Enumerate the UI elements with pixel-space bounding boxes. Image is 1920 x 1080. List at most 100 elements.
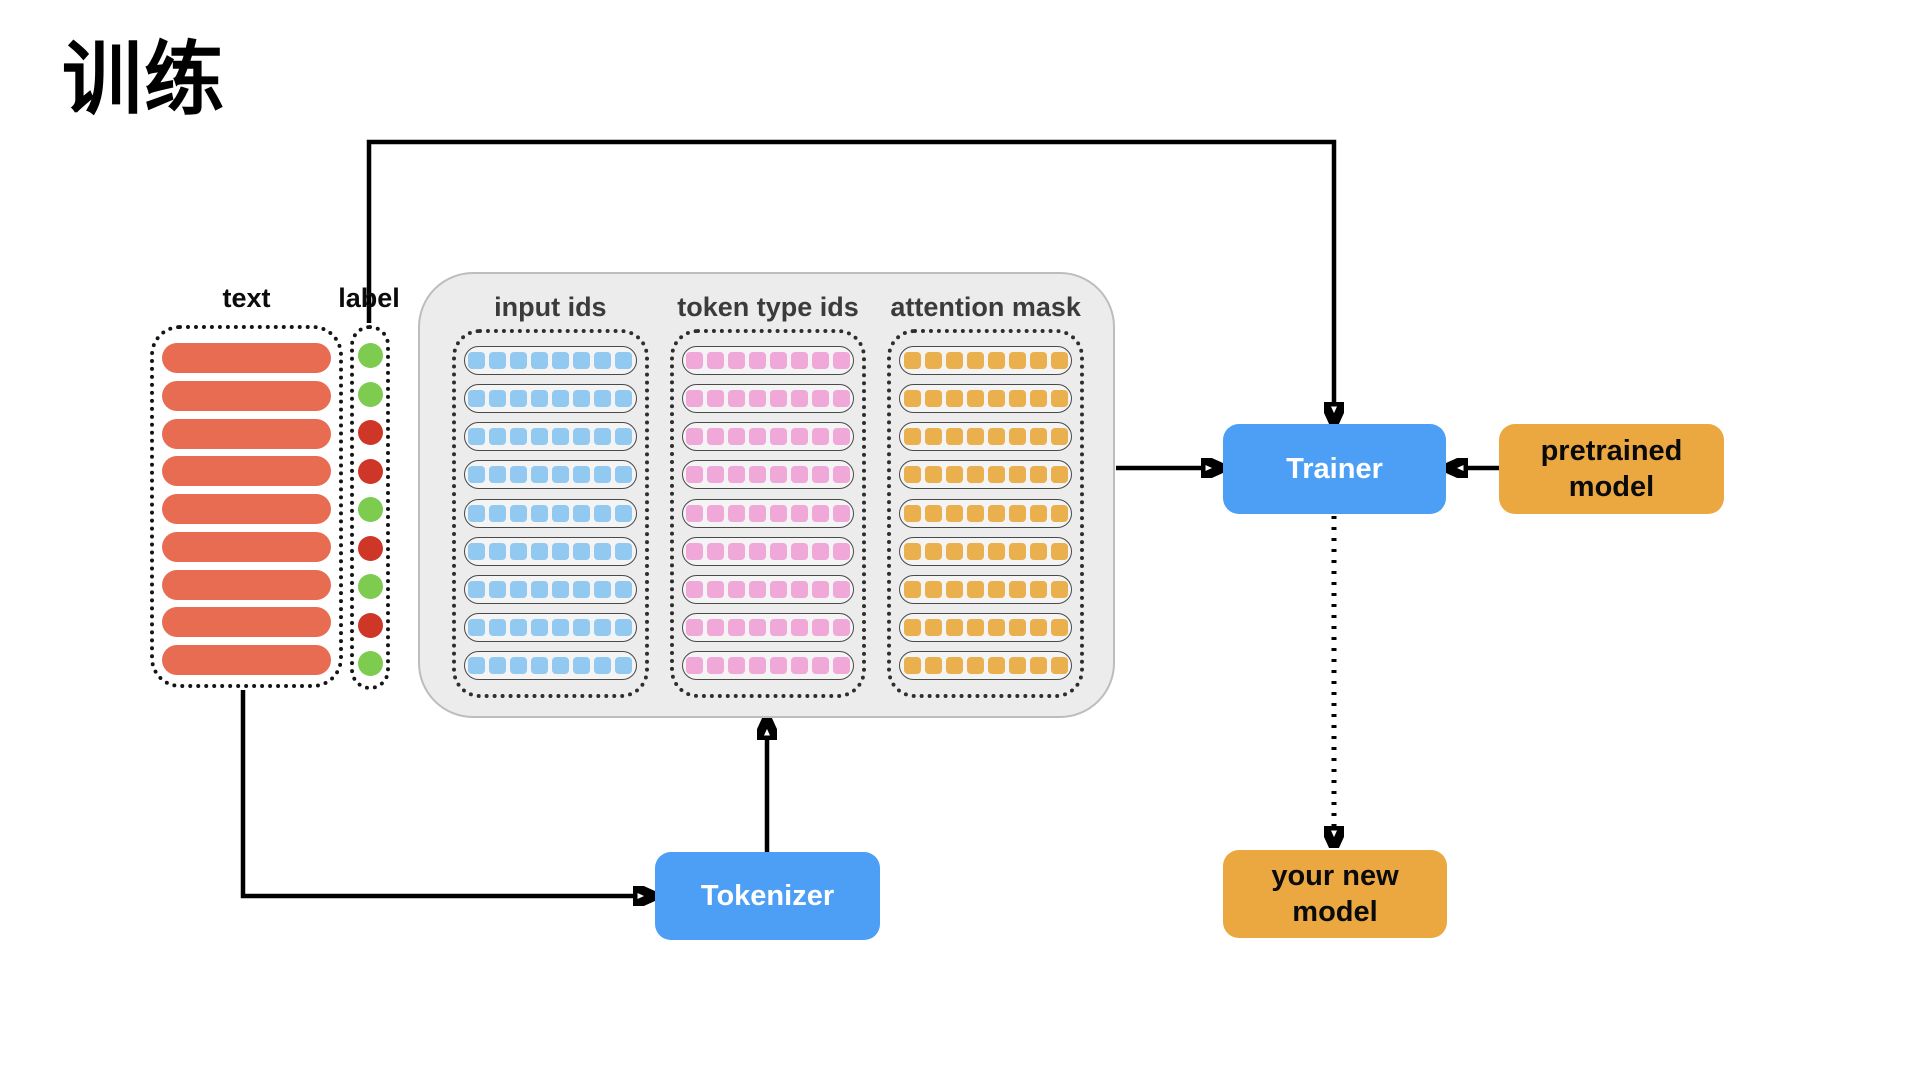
tensor-cell xyxy=(468,618,486,636)
tensor-cell xyxy=(770,390,787,408)
tensor-cell xyxy=(531,352,549,369)
tensor-row-pill xyxy=(899,460,1073,490)
tensor-cell xyxy=(510,504,528,522)
attention-mask-header: attention mask xyxy=(890,292,1081,322)
tensor-row-pill xyxy=(464,422,637,452)
tensor-cell xyxy=(531,428,549,446)
tensor-cell xyxy=(945,352,963,369)
tensor-cell xyxy=(987,352,1005,369)
tensor-cell xyxy=(924,352,942,369)
tensor-cell xyxy=(1050,504,1068,522)
tensor-row-pill xyxy=(899,498,1073,528)
your-new-model-node-label: your new model xyxy=(1271,859,1399,928)
tensor-cell xyxy=(510,390,528,408)
tensor-cell xyxy=(945,618,963,636)
tensor-cell xyxy=(945,542,963,560)
tensor-cell xyxy=(615,657,633,674)
tensor-cell xyxy=(833,466,850,484)
tensor-cell xyxy=(707,428,724,446)
tensor-cell xyxy=(531,466,549,484)
tensor-row-pill xyxy=(681,460,855,490)
text-row-bar xyxy=(162,380,331,411)
tensor-cell xyxy=(686,580,703,598)
tensor-column-input-ids xyxy=(452,329,649,698)
tensor-cell xyxy=(945,504,963,522)
tensor-row-pill xyxy=(899,536,1073,566)
tensor-column-token-type-ids xyxy=(669,329,867,698)
tensor-cell xyxy=(468,428,486,446)
tensor-cell xyxy=(1008,352,1026,369)
tensor-cell xyxy=(1029,390,1047,408)
tensor-cell xyxy=(966,542,984,560)
tensor-cell xyxy=(489,657,507,674)
tensor-cell xyxy=(770,542,787,560)
tensor-cell xyxy=(489,542,507,560)
tensor-cell xyxy=(594,504,612,522)
tensor-cell xyxy=(1008,542,1026,560)
tensor-cell xyxy=(510,428,528,446)
tensor-cell xyxy=(1050,466,1068,484)
tensor-cell xyxy=(489,618,507,636)
tensor-cell xyxy=(749,657,766,674)
tensor-cell xyxy=(945,466,963,484)
tensor-cell xyxy=(707,618,724,636)
tensor-cell xyxy=(686,390,703,408)
tensor-cell xyxy=(987,504,1005,522)
tensor-cell xyxy=(812,542,829,560)
tensor-cell xyxy=(791,657,808,674)
tensor-cell xyxy=(728,618,745,636)
label-dot-green xyxy=(357,574,383,599)
tensor-cell xyxy=(966,390,984,408)
tensor-cell xyxy=(924,466,942,484)
tensor-cell xyxy=(552,618,570,636)
tensor-cell xyxy=(791,428,808,446)
tensor-cell xyxy=(468,542,486,560)
your-new-model-node: your new model xyxy=(1223,850,1447,938)
tensor-row-pill xyxy=(681,574,855,604)
tensor-cell xyxy=(770,466,787,484)
text-box xyxy=(150,325,343,688)
tensor-cell xyxy=(510,657,528,674)
tensor-cell xyxy=(594,618,612,636)
tensor-cell xyxy=(728,390,745,408)
tensor-cell xyxy=(594,352,612,369)
tensor-cell xyxy=(749,352,766,369)
tensor-cell xyxy=(1029,657,1047,674)
tensor-row-pill xyxy=(681,612,855,642)
tensor-cell xyxy=(552,390,570,408)
tensor-cell xyxy=(707,542,724,560)
tensor-cell xyxy=(749,618,766,636)
tensor-cell xyxy=(468,390,486,408)
tensor-cell xyxy=(812,428,829,446)
tensor-cell xyxy=(573,657,591,674)
tensor-cell xyxy=(728,542,745,560)
tensor-cell xyxy=(1050,542,1068,560)
page-title: 训练 xyxy=(62,35,226,124)
tensor-cell xyxy=(1029,466,1047,484)
tensor-cell xyxy=(833,657,850,674)
tensor-cell xyxy=(552,504,570,522)
tensor-cell xyxy=(573,580,591,598)
tensor-cell xyxy=(1008,466,1026,484)
tensor-cell xyxy=(686,352,703,369)
tensor-cell xyxy=(468,466,486,484)
tensor-cell xyxy=(531,542,549,560)
tensor-cell xyxy=(468,504,486,522)
label-dot-green xyxy=(357,381,383,407)
label-dot-red xyxy=(357,420,383,445)
tensor-cell xyxy=(833,390,850,408)
text-row-bar xyxy=(162,418,331,449)
trainer-node-label: Trainer xyxy=(1286,452,1383,485)
tensor-cell xyxy=(987,390,1005,408)
tensor-cell xyxy=(707,352,724,369)
tensor-cell xyxy=(770,580,787,598)
tensor-row-pill xyxy=(899,384,1073,414)
tensor-cell xyxy=(1029,580,1047,598)
tensor-headers: input ids token type ids attention mask xyxy=(452,286,1084,329)
tensor-cell xyxy=(1050,390,1068,408)
tensor-cell xyxy=(903,618,921,636)
tensor-cell xyxy=(903,390,921,408)
tensor-cell xyxy=(1008,618,1026,636)
tensor-cell xyxy=(812,466,829,484)
tensor-cell xyxy=(594,428,612,446)
